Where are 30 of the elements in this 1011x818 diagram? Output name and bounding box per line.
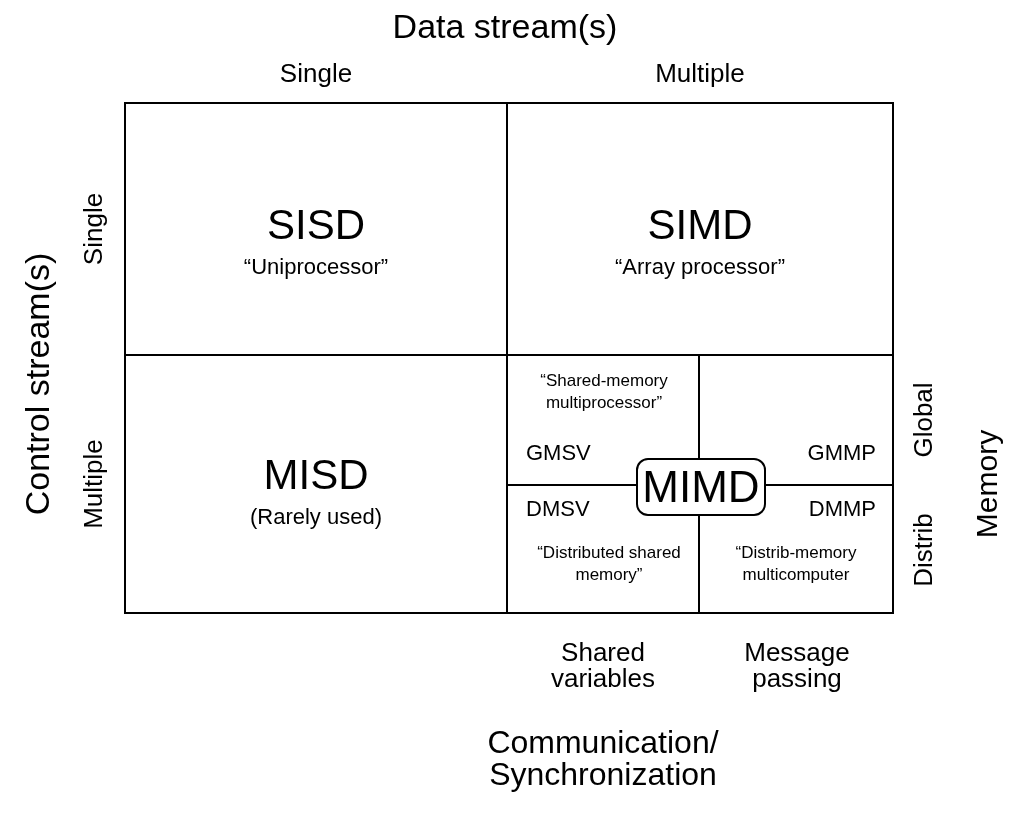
category-title: MISD <box>262 454 370 496</box>
category-title: MIMD <box>642 465 760 509</box>
category-subtitle: (Rarely used) <box>248 506 383 528</box>
category-code: GMSV <box>526 442 591 464</box>
axis-label: Message passing <box>743 639 851 691</box>
quadrant-cell <box>506 102 894 356</box>
category-title: SIMD <box>646 204 754 246</box>
category-code: DMMP <box>808 498 876 520</box>
quadrant-cell <box>124 102 508 356</box>
category-code: DMSV <box>526 498 590 520</box>
rounded-box <box>636 458 766 516</box>
category-subtitle: “Uniprocessor” <box>242 256 390 278</box>
axis-title: Data stream(s) <box>392 9 618 43</box>
axis-label: Multiple <box>80 439 106 529</box>
axis-label: Shared variables <box>549 639 657 691</box>
axis-label: Multiple <box>655 60 745 86</box>
axis-title: Control stream(s) <box>20 252 54 516</box>
category-subtitle: “Shared-memory multiprocessor” <box>539 370 669 414</box>
axis-title: Memory <box>972 429 1002 539</box>
category-title: SISD <box>266 204 366 246</box>
quadrant-cell <box>124 354 508 614</box>
axis-label: Single <box>80 192 106 266</box>
axis-title: Communication/ Synchronization <box>486 726 720 790</box>
axis-label: Single <box>279 60 353 86</box>
category-subtitle: “Array processor” <box>614 256 786 278</box>
category-code: GMMP <box>807 442 876 464</box>
category-subtitle: “Distributed shared memory” <box>536 542 682 586</box>
category-subtitle: “Distrib-memory multicomputer <box>734 542 858 586</box>
axis-label: Distrib <box>910 513 936 587</box>
axis-label: Global <box>910 382 936 458</box>
